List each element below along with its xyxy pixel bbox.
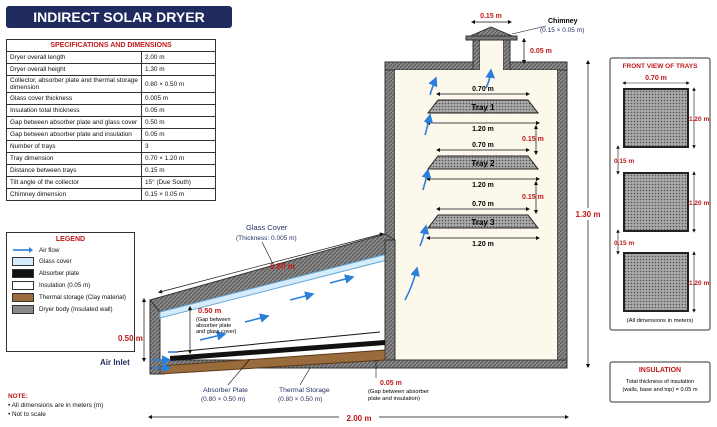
- collector-back-wall: [384, 239, 396, 361]
- gap-value-label: 0.50 m: [198, 306, 222, 315]
- air-inlet-label: Air Inlet: [100, 358, 130, 367]
- height-label-bg: [572, 208, 604, 220]
- legend-label: Dryer body (Insulated wall): [39, 306, 113, 313]
- note-line: • Not to scale: [8, 411, 46, 418]
- air-flow-arrows: [150, 68, 495, 373]
- page-title: INDIRECT SOLAR DRYER: [6, 6, 232, 28]
- front-height-label: 1.20 m: [689, 280, 709, 287]
- tray-1: [426, 99, 540, 114]
- front-tray: [623, 88, 689, 148]
- chimney-leader: [511, 25, 547, 35]
- insulation-line: (walls, base and top) = 0.05 m: [622, 387, 697, 393]
- front-height-label: 1.20 m: [689, 200, 709, 207]
- legend-item: Insulation (0.05 m): [12, 281, 129, 290]
- absorber-label: Absorber Plate: [203, 387, 248, 394]
- tray-3: [426, 214, 540, 229]
- legend-label: Glass cover: [39, 258, 72, 265]
- front-tray: [623, 172, 689, 232]
- tray-gap-label: 0.15 m: [522, 194, 544, 201]
- absorber-edge: [174, 331, 381, 353]
- insulation-box: [609, 361, 711, 403]
- collector-length-dim: [157, 232, 385, 294]
- glass-cover-label: Glass Cover: [246, 223, 288, 232]
- chimney-cap: [465, 26, 518, 41]
- gap-note-line: and glass cover): [196, 329, 237, 335]
- chimney-label: Chimney: [548, 18, 578, 25]
- note-title: NOTE:: [8, 393, 28, 400]
- legend-label: Insulation (0.05 m): [39, 282, 91, 289]
- tray-2: [426, 155, 540, 170]
- legend-item: Thermal storage (Clay material): [12, 293, 129, 302]
- note-line: • All dimensions are in meters (m): [8, 402, 104, 409]
- length-label-bg: [339, 412, 379, 423]
- absorber-swatch-icon: [12, 269, 34, 278]
- collector-top-wall: [149, 233, 396, 313]
- air-flow-arrow-icon: [13, 247, 33, 253]
- gap-note-line: (Gap between: [196, 317, 231, 323]
- glass-swatch-icon: [12, 257, 34, 266]
- height-label: 1.30 m: [576, 210, 601, 219]
- absorber-leader: [227, 358, 251, 386]
- legend-item: Glass cover: [12, 257, 129, 266]
- insulation-line: Total thickness of insulation: [626, 379, 694, 385]
- tray-dim-label: 1.20 m: [472, 182, 494, 189]
- tray-label: Tray 3: [471, 218, 495, 227]
- chimney-width-label: 0.15 m: [480, 13, 502, 20]
- tray-dim-label: 1.20 m: [472, 241, 494, 248]
- insulation-swatch-icon: [12, 281, 34, 290]
- tray-dim-label: 0.70 m: [472, 86, 494, 93]
- ins-gap-label: 0.05 m: [380, 380, 402, 387]
- front-view-title: FRONT VIEW OF TRAYS: [623, 63, 699, 70]
- storage-leader: [299, 367, 311, 386]
- collector-length-label: 0.80 m: [270, 262, 295, 271]
- storage-label: Thermal Storage: [279, 387, 330, 394]
- legend-title: LEGEND: [55, 236, 86, 243]
- front-gap-label: 0.15 m: [614, 240, 634, 247]
- front-width-label: 0.70 m: [645, 75, 667, 82]
- front-gap-label: 0.15 m: [614, 158, 634, 165]
- tray-label: Tray 2: [471, 159, 495, 168]
- legend-item: Absorber plate: [12, 269, 129, 278]
- insulation-title: INSULATION: [639, 367, 681, 374]
- tray-dim-label: 1.20 m: [472, 126, 494, 133]
- legend-label: Thermal storage (Clay material): [39, 294, 126, 301]
- tray-dim-label: 0.70 m: [472, 201, 494, 208]
- note: NOTE: • All dimensions are in meters (m)…: [8, 392, 103, 419]
- storage-swatch-icon: [12, 293, 34, 302]
- legend-item: Air flow: [12, 246, 129, 254]
- gap-note-line: absorber plate: [196, 323, 231, 329]
- chimney-dim-label: (0.15 × 0.05 m): [540, 27, 584, 34]
- front-tray: [623, 252, 689, 312]
- inlet-height-label: 0.50 m: [118, 334, 143, 343]
- chimney-height-label: 0.05 m: [530, 48, 552, 55]
- spec-table: SPECIFICATIONS AND DIMENSIONS Dryer over…: [6, 39, 216, 201]
- absorber-plate: [170, 340, 385, 361]
- front-note: (All dimensions in meters): [627, 318, 694, 324]
- legend-label: Air flow: [39, 246, 60, 254]
- ins-gap-note: (Gap between absorber: [368, 389, 429, 395]
- legend: LEGEND Air flow Glass cover Absorber pla…: [6, 232, 135, 352]
- absorber-dim-label: (0.80 × 0.50 m): [201, 396, 245, 403]
- tray-label: Tray 1: [471, 103, 495, 112]
- tray-dim-label: 0.70 m: [472, 142, 494, 149]
- ins-gap-note: plate and insulation): [368, 396, 420, 402]
- glass-thickness-label: (Thickness: 0.005 m): [236, 235, 297, 242]
- wall-swatch-icon: [12, 305, 34, 314]
- tray-gap-label: 0.15 m: [522, 136, 544, 143]
- storage-dim-label: (0.80 × 0.50 m): [278, 396, 322, 403]
- front-height-label: 1.20 m: [689, 116, 709, 123]
- legend-label: Absorber plate: [39, 270, 80, 277]
- legend-item: Dryer body (Insulated wall): [12, 305, 129, 314]
- length-label: 2.00 m: [347, 414, 372, 423]
- spec-value: 0.15 × 0.05 m: [141, 188, 216, 201]
- thermal-storage: [159, 349, 386, 375]
